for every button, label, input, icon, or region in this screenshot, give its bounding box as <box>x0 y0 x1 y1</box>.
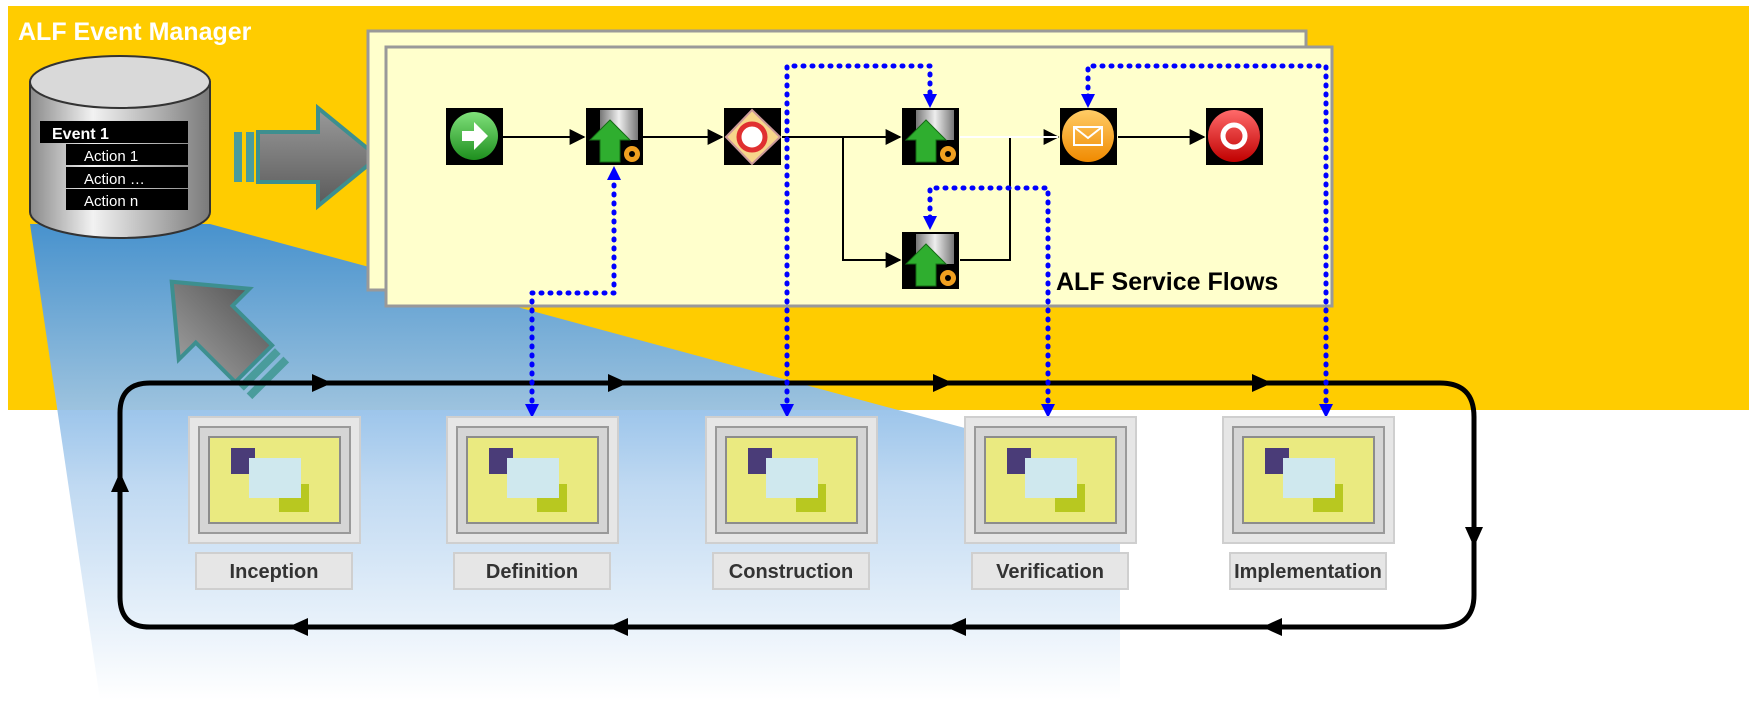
service-gear-icon[interactable] <box>586 108 643 165</box>
event-list: Event 1 Action 1 Action … Action n <box>40 121 188 210</box>
tool-window-main <box>766 458 818 498</box>
phase-tool-inception[interactable]: Inception <box>188 416 361 590</box>
phase-label: Inception <box>230 561 319 583</box>
decision-icon[interactable] <box>724 108 782 166</box>
page-title: ALF Event Manager <box>18 18 252 46</box>
phase-label: Construction <box>729 561 853 583</box>
start-arrow-icon[interactable] <box>446 108 503 165</box>
phase-label-box <box>453 552 611 590</box>
event-header: Event 1 <box>52 126 109 143</box>
stop-icon[interactable] <box>1206 108 1263 165</box>
phase-label-box <box>195 552 353 590</box>
phase-label: Definition <box>486 561 578 583</box>
action-item: Action n <box>84 193 138 210</box>
service-flows-label: ALF Service Flows <box>1056 268 1278 296</box>
phase-tool-construction[interactable]: Construction <box>705 416 878 590</box>
service-flows-panel <box>366 29 1334 308</box>
tool-window-main <box>249 458 301 498</box>
phase-label: Implementation <box>1234 561 1382 583</box>
action-item: Action 1 <box>84 148 138 165</box>
trigger-arrow-right <box>234 103 382 211</box>
phase-tool-implementation[interactable]: Implementation <box>1222 416 1395 590</box>
tool-window-main <box>507 458 559 498</box>
flow-connectors <box>503 129 1206 268</box>
dotted-link-arrowheads <box>525 94 1333 418</box>
service-gear-icon[interactable] <box>902 232 959 289</box>
tool-window-main <box>1025 458 1077 498</box>
service-gear-icon[interactable] <box>902 108 959 165</box>
phase-label-box <box>1229 552 1387 590</box>
phase-tool-definition[interactable]: Definition <box>446 416 619 590</box>
phase-label-box <box>712 552 870 590</box>
phase-label-box <box>971 552 1129 590</box>
phase-label: Verification <box>996 561 1104 583</box>
action-item: Action … <box>84 171 145 188</box>
loop-arrowheads <box>111 374 1483 636</box>
lifecycle-loop <box>117 380 1477 630</box>
tool-window-main <box>1283 458 1335 498</box>
feedback-arrow-diagonal <box>169 279 290 400</box>
phase-tool-verification[interactable]: Verification <box>964 416 1137 590</box>
dotted-links <box>529 63 1329 413</box>
email-icon[interactable] <box>1060 108 1117 165</box>
